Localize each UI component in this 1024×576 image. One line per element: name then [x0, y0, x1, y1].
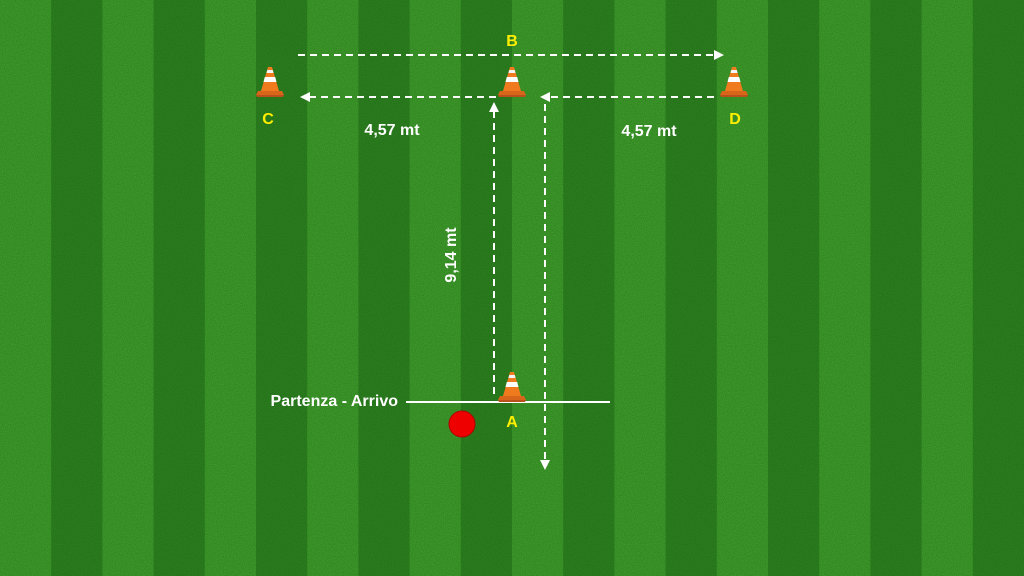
distance-right-label: 4,57 mt [621, 123, 677, 140]
ball-marker [448, 410, 476, 438]
cone-d-label: D [729, 111, 741, 128]
cone-a-label: A [506, 414, 518, 431]
distance-vertical-label: 9,14 mt [443, 227, 460, 283]
distance-left-label: 4,57 mt [364, 122, 420, 139]
cone-c-label: C [262, 111, 274, 128]
start-finish-label: Partenza - Arrivo [271, 393, 399, 410]
cone-b-label: B [506, 33, 518, 50]
